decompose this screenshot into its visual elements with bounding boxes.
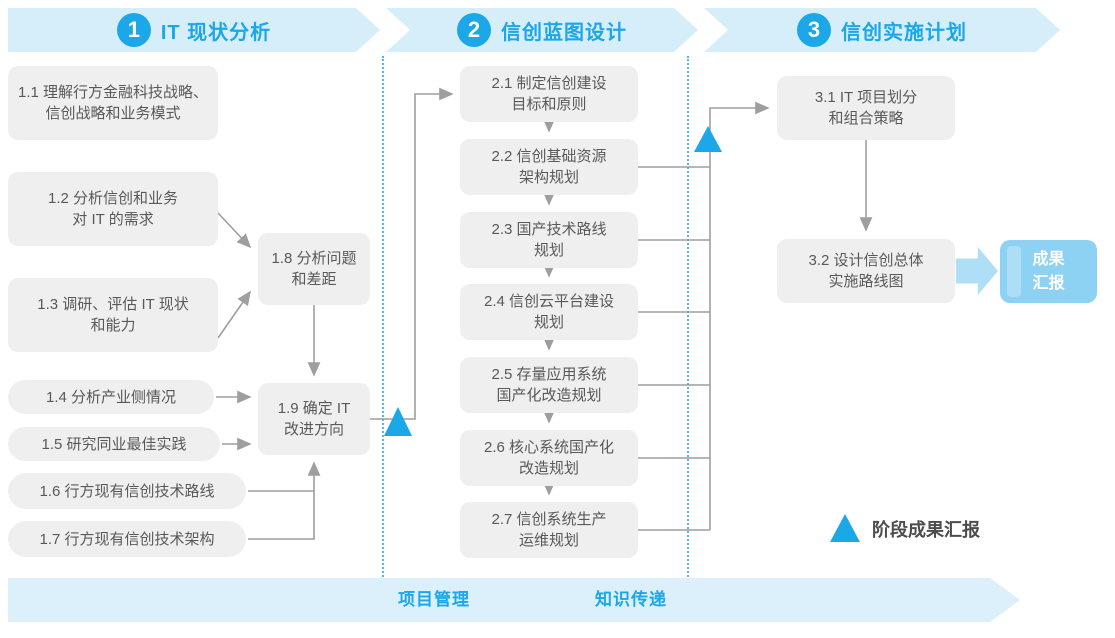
- task-box-1-7: 1.7 行方现有信创技术架构: [8, 521, 246, 557]
- outcome-arrow-icon: [956, 247, 998, 295]
- task-box-2-5: 2.5 存量应用系统 国产化改造规划: [460, 357, 638, 413]
- phase-title-1: IT 现状分析: [160, 21, 272, 44]
- phase-number-badge-1: 1: [117, 13, 151, 47]
- phase-banner-2: 2 信创蓝图设计: [386, 8, 698, 52]
- connector-1-3-to-1-8: [217, 290, 251, 339]
- phase-number-badge-2: 2: [457, 13, 491, 47]
- task-box-1-5: 1.5 研究同业最佳实践: [8, 427, 220, 461]
- project-management-label: 项目管理: [398, 590, 470, 609]
- task-box-2-4: 2.4 信创云平台建设 规划: [460, 284, 638, 340]
- legend-label: 阶段成果汇报: [872, 520, 980, 540]
- phase-banner-3: 3 信创实施计划: [704, 8, 1060, 52]
- connector-bus-to-3-1: [709, 101, 770, 530]
- phase-title-3: 信创实施计划: [841, 21, 967, 44]
- legend-triangle-icon: [830, 514, 860, 542]
- task-box-2-3: 2.3 国产技术路线 规划: [460, 212, 638, 268]
- phase-banner-1: 1 IT 现状分析: [8, 8, 380, 52]
- milestone-triangle-phase2-icon: [694, 126, 722, 152]
- knowledge-transfer-label: 知识传递: [595, 590, 667, 609]
- phase-separator-1: [382, 56, 384, 577]
- task-box-1-1: 1.1 理解行方金融科技战略、 信创战略和业务模式: [8, 66, 218, 140]
- task-box-2-2: 2.2 信创基础资源 架构规划: [460, 139, 638, 195]
- connector-1-7-to-1-9: [248, 461, 321, 540]
- task-box-2-1: 2.1 制定信创建设 目标和原则: [460, 66, 638, 122]
- task-box-1-9: 1.9 确定 IT 改进方向: [258, 383, 370, 455]
- task-box-1-6: 1.6 行方现有信创技术路线: [8, 473, 246, 509]
- phase-title-2: 信创蓝图设计: [501, 21, 627, 44]
- outcome-box-highlight: [1007, 246, 1021, 297]
- outcome-report-label: 成果 汇报: [1032, 251, 1065, 292]
- phase-separator-2: [687, 56, 689, 577]
- task-box-3-1: 3.1 IT 项目划分 和组合策略: [777, 76, 955, 140]
- milestone-triangle-phase1-icon: [384, 407, 412, 436]
- task-box-2-7: 2.7 信创系统生产 运维规划: [460, 502, 638, 558]
- task-box-3-2: 3.2 设计信创总体 实施路线图: [777, 239, 955, 303]
- task-box-1-8: 1.8 分析问题 和差距: [258, 233, 370, 305]
- outcome-report-box: 成果 汇报: [1000, 240, 1097, 303]
- bottom-process-banner: 项目管理 知识传递: [8, 578, 1020, 622]
- task-box-2-6: 2.6 核心系统国产化 改造规划: [460, 430, 638, 486]
- task-box-1-2: 1.2 分析信创和业务 对 IT 的需求: [8, 172, 218, 246]
- task-box-1-3: 1.3 调研、评估 IT 现状 和能力: [8, 278, 218, 352]
- task-box-1-4: 1.4 分析产业侧情况: [8, 380, 214, 414]
- phase-number-badge-3: 3: [797, 13, 831, 47]
- connector-1-2-to-1-8: [217, 212, 252, 249]
